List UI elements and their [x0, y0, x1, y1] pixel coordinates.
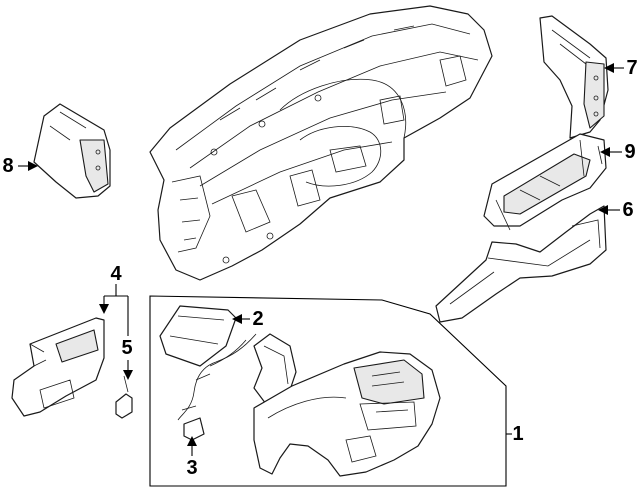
callout-3: 3	[186, 457, 198, 479]
callout-1: 1	[512, 423, 524, 445]
part-9-storage-tray	[483, 133, 607, 231]
part-5-clip	[115, 375, 133, 419]
part-7-trim-panel	[539, 15, 609, 139]
part-8-side-cover	[33, 103, 111, 199]
callout-6: 6	[622, 199, 634, 221]
callout-8: 8	[2, 155, 14, 177]
assembly-1-frame	[149, 295, 507, 487]
instrument-panel-frame	[149, 5, 493, 281]
leader-lines	[18, 63, 624, 456]
callout-9: 9	[624, 141, 636, 163]
callout-4: 4	[110, 263, 122, 285]
callout-7: 7	[626, 57, 638, 79]
part-4-knee-panel	[11, 317, 105, 417]
part-2-bezel	[159, 305, 237, 367]
callout-5: 5	[121, 337, 133, 359]
part-3-bracket	[177, 333, 257, 441]
part-6-lower-trim	[435, 205, 607, 323]
callout-2: 2	[252, 308, 264, 330]
part-1-panel-cover	[253, 351, 441, 477]
